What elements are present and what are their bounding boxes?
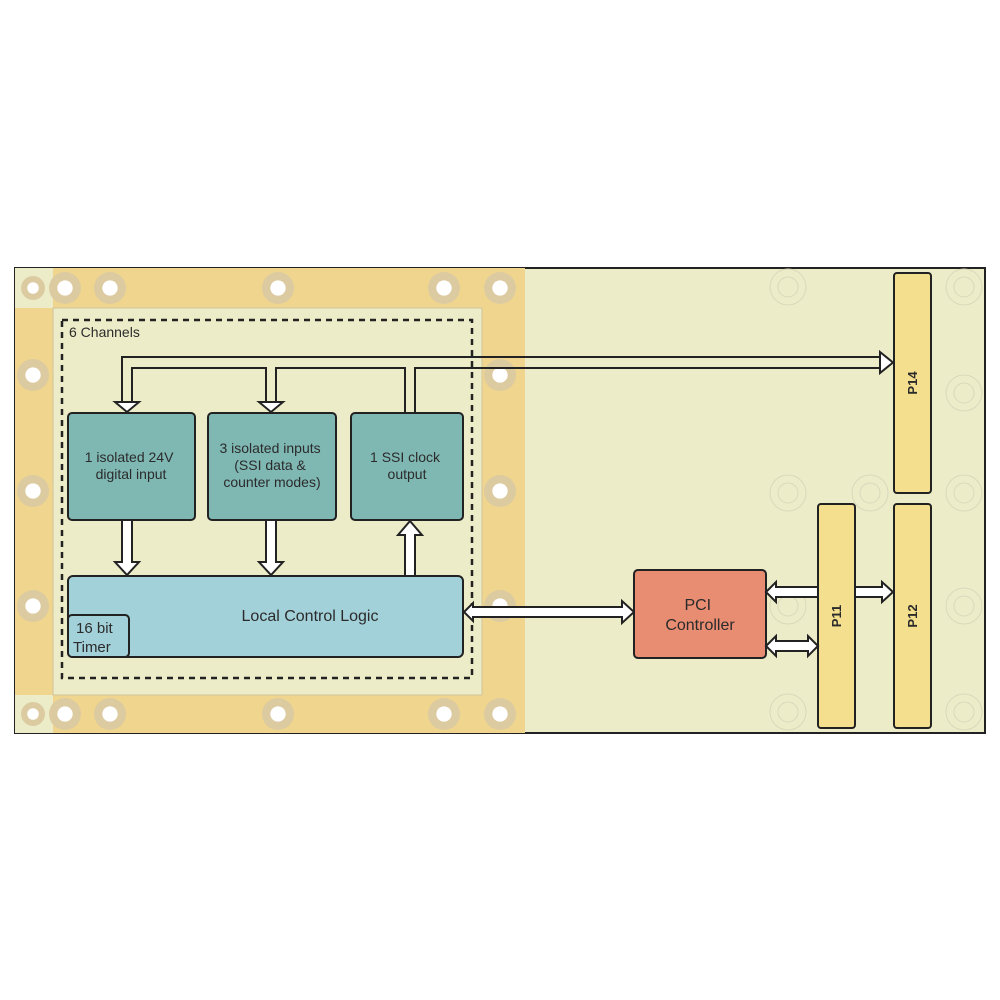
mounting-hole <box>492 280 508 296</box>
arrow-to-p14 <box>879 349 895 376</box>
faint-hole-ring <box>777 701 799 723</box>
digital-input-line1: 1 isolated 24V <box>85 449 174 465</box>
mounting-hole <box>27 282 39 294</box>
faint-hole-ring <box>769 474 807 512</box>
block-isolated-inputs <box>207 412 337 521</box>
block-ssi-clock-output <box>350 412 464 521</box>
faint-hole-ring <box>945 693 983 731</box>
svg-text:16 bit Timer: 16 bit Timer <box>73 620 117 656</box>
mounting-hole <box>436 280 452 296</box>
mounting-hole <box>492 483 508 499</box>
mounting-hole <box>270 706 286 722</box>
mounting-hole <box>57 706 73 722</box>
mounting-holes <box>17 272 516 730</box>
faint-hole-ring <box>953 595 975 617</box>
svg-text:PCI Controller: PCI Controller <box>665 597 735 634</box>
timer-line1: 16 bit <box>76 620 114 637</box>
faint-hole-ring <box>953 482 975 504</box>
mounting-hole <box>57 280 73 296</box>
connector-p14 <box>893 272 932 494</box>
arrow-pci-p11-lower <box>764 633 820 659</box>
arrow-to-isolated-inputs <box>256 401 286 414</box>
top-bus <box>121 356 885 412</box>
isolated-inputs-line3: counter modes) <box>223 474 320 490</box>
faint-hole-ring <box>953 701 975 723</box>
faint-hole-ring <box>945 587 983 625</box>
faint-hole-ring <box>945 474 983 512</box>
faint-hole-ring <box>953 276 975 298</box>
isolated-inputs-line1: 3 isolated inputs <box>219 440 320 456</box>
connector-p12-label: P12 <box>905 604 920 627</box>
mounting-hole <box>25 483 41 499</box>
pci-line1: PCI <box>684 597 711 614</box>
mounting-hole <box>25 367 41 383</box>
faint-hole-ring <box>769 268 807 306</box>
mounting-hole <box>492 706 508 722</box>
svg-text:1 SSI clock output: 1 SSI clock output <box>370 449 444 482</box>
block-16bit-timer <box>67 614 130 658</box>
isolated-inputs-line2: (SSI data & <box>234 457 306 473</box>
mounting-hole <box>102 706 118 722</box>
mounting-hole <box>25 598 41 614</box>
mounting-hole <box>27 708 39 720</box>
pci-line2: Controller <box>665 617 735 634</box>
mounting-hole <box>102 280 118 296</box>
connector-p11 <box>817 503 856 729</box>
connector-p14-label: P14 <box>905 371 920 395</box>
faint-hole-ring <box>777 482 799 504</box>
faint-hole-ring <box>777 276 799 298</box>
digital-input-line2: digital input <box>96 466 167 482</box>
faint-hole-ring <box>769 693 807 731</box>
local-control-logic-label: Local Control Logic <box>242 608 379 625</box>
svg-text:3 isolated inputs (SSI dat: 3 isolated inputs (SSI data & counter mo… <box>219 440 324 490</box>
timer-line2: Timer <box>73 639 111 656</box>
ssi-clock-line1: 1 SSI clock <box>370 449 441 465</box>
ssi-clock-line2: output <box>388 466 427 482</box>
mounting-hole <box>270 280 286 296</box>
connector-p12 <box>893 503 932 729</box>
block-pci-controller <box>633 569 767 659</box>
faint-hole-ring <box>945 268 983 306</box>
arrow-p11-to-p12 <box>854 579 895 605</box>
faint-mounting-holes <box>769 268 983 731</box>
faint-hole-ring <box>851 474 889 512</box>
faint-hole-ring <box>859 482 881 504</box>
arrow-to-digital-input <box>112 401 142 414</box>
svg-text:1 isolated 24V digital inp: 1 isolated 24V digital input <box>85 449 178 482</box>
arrow-logic-to-ssi <box>395 519 425 576</box>
faint-hole-ring <box>953 382 975 404</box>
connector-p11-label: P11 <box>829 605 844 627</box>
mounting-hole <box>436 706 452 722</box>
block-digital-input <box>67 412 196 521</box>
faint-hole-ring <box>945 374 983 412</box>
mounting-hole <box>492 367 508 383</box>
channels-group-outline <box>60 318 474 680</box>
arrow-pci-p11-upper <box>764 579 819 605</box>
channels-group-label: 6 Channels <box>69 324 140 340</box>
